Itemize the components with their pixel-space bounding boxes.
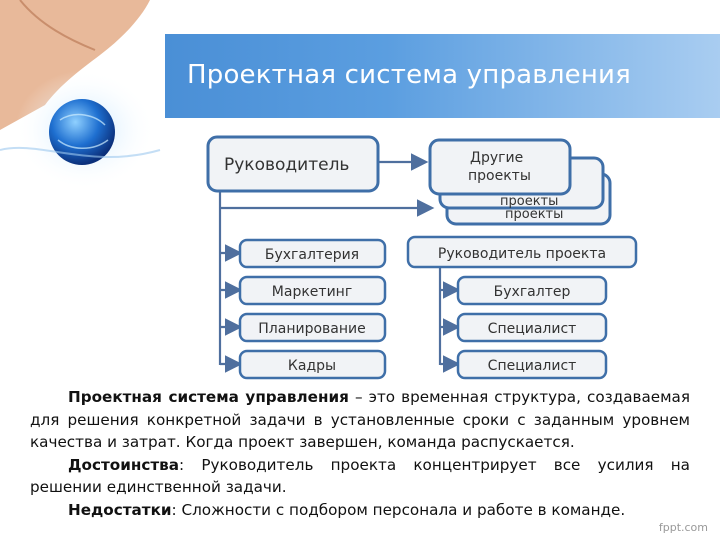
department-box: Кадры <box>240 351 385 378</box>
other-projects-line1: Другие <box>470 150 523 166</box>
body-text: Проектная система управления – это време… <box>30 386 690 521</box>
head-box: Руководитель <box>208 137 378 191</box>
department-label: Бухгалтерия <box>265 247 359 263</box>
watermark: fppt.com <box>659 521 708 534</box>
ghost-label: проекты <box>505 207 563 222</box>
advantages-paragraph: Достоинства: Руководитель проекта концен… <box>30 454 690 499</box>
paragraph-text: : Сложности с подбором персонала и работ… <box>172 501 626 519</box>
team-label: Бухгалтер <box>494 284 571 300</box>
definition-paragraph: Проектная система управления – это време… <box>30 386 690 454</box>
department-label: Кадры <box>288 358 336 374</box>
department-box: Планирование <box>240 314 385 341</box>
other-projects-stack: проекты проекты Другие проекты <box>430 140 610 224</box>
department-box: Маркетинг <box>240 277 385 304</box>
department-box: Бухгалтерия <box>240 240 385 267</box>
term: Недостатки <box>68 501 172 519</box>
team-label: Специалист <box>488 321 577 337</box>
department-label: Планирование <box>258 321 365 337</box>
team-box: Специалист <box>458 351 606 378</box>
term: Проектная система управления <box>68 388 349 406</box>
project-manager-box: Руководитель проекта <box>408 237 636 267</box>
project-manager-label: Руководитель проекта <box>438 246 606 262</box>
team-label: Специалист <box>488 358 577 374</box>
term: Достоинства <box>68 456 179 474</box>
team-box: Специалист <box>458 314 606 341</box>
team-box: Бухгалтер <box>458 277 606 304</box>
head-box-label: Руководитель <box>224 155 349 175</box>
disadvantages-paragraph: Недостатки: Сложности с подбором персона… <box>30 499 690 522</box>
department-label: Маркетинг <box>272 284 352 300</box>
other-projects-line2: проекты <box>468 168 531 184</box>
